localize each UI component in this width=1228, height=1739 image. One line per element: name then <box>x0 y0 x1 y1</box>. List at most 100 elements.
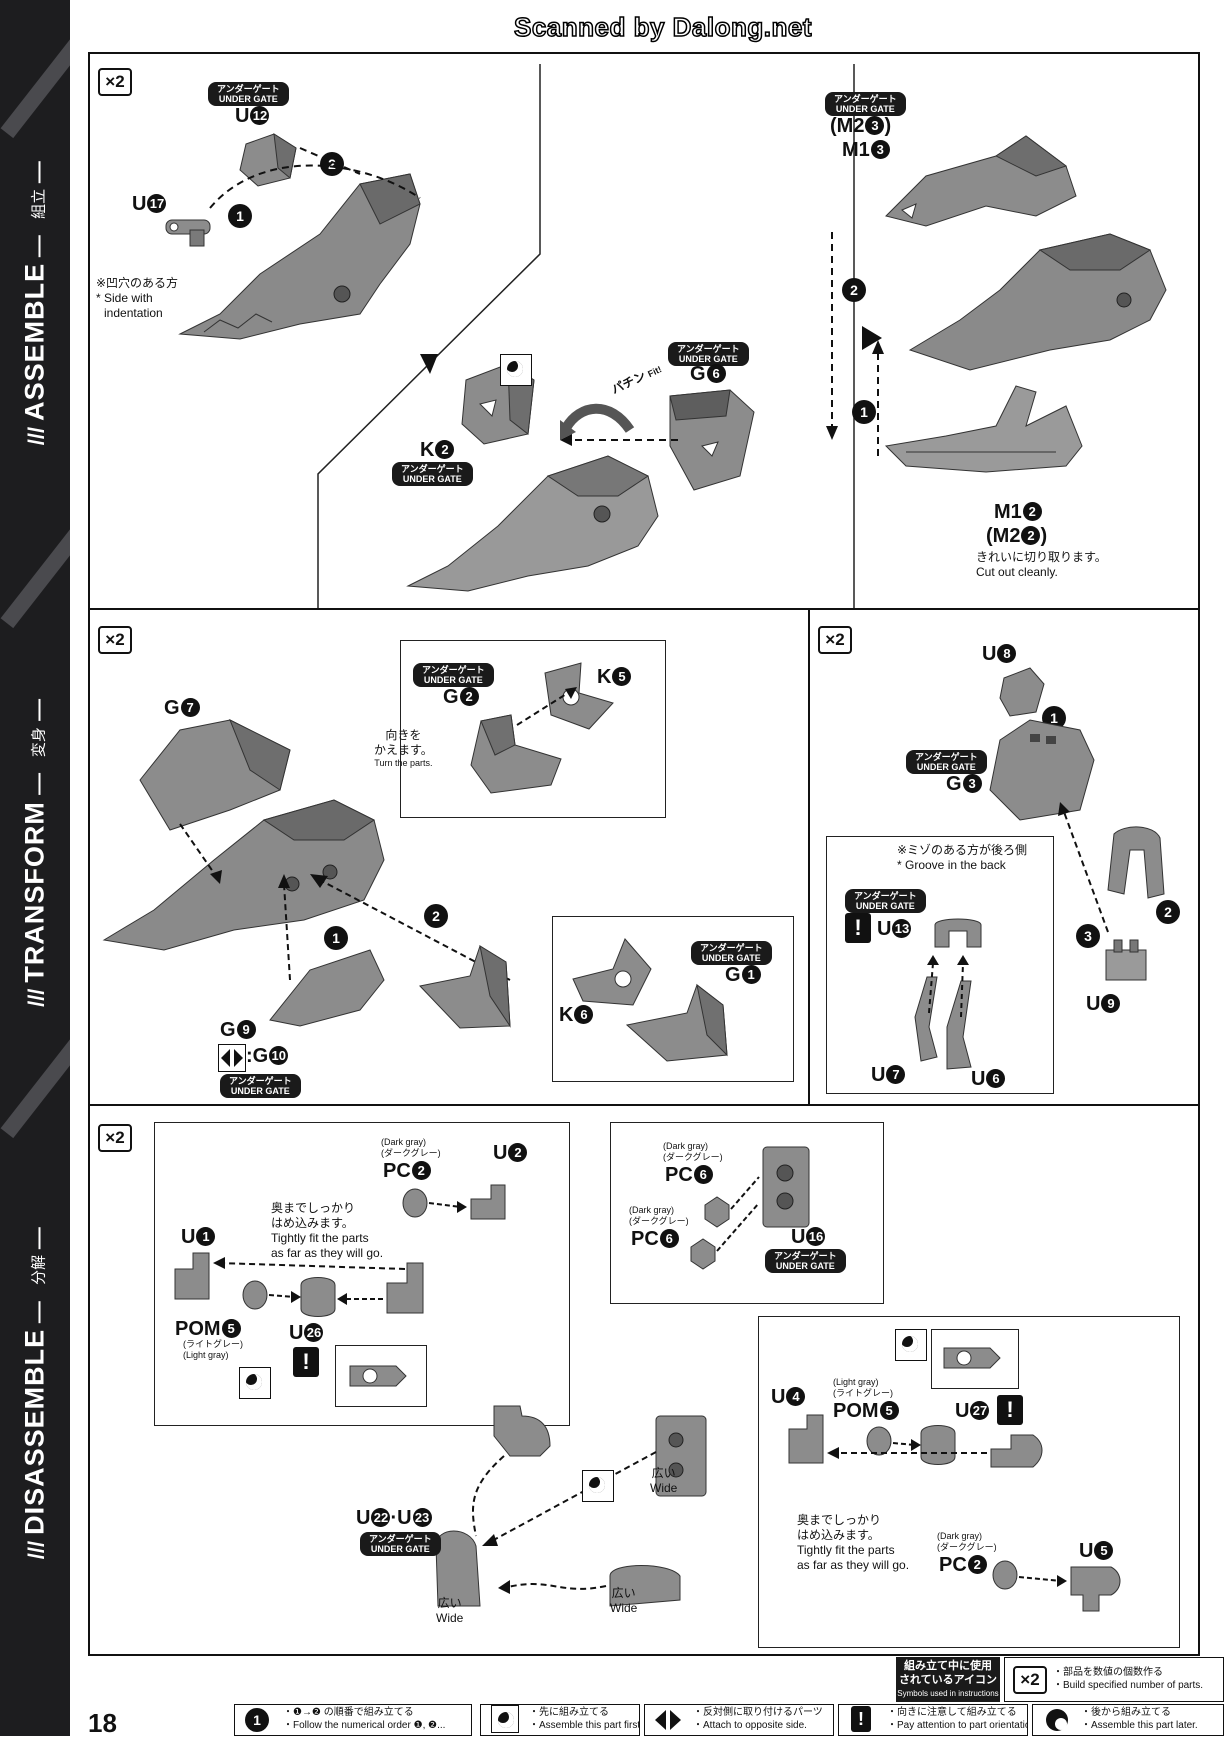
part-g9 <box>269 949 385 1027</box>
x2-badge: ×2 <box>818 626 852 654</box>
legend-numerical-order: 1 ・❶→❷ の順番で組み立てる ・Follow the numerical o… <box>234 1704 472 1736</box>
x2-badge: ×2 <box>98 626 132 654</box>
sidebar-transform: ///TRANSFORM変身 <box>20 693 51 1007</box>
sidebar-stripe <box>0 507 70 629</box>
part-g3 <box>989 719 1095 821</box>
sidebar-stripe <box>0 1017 70 1139</box>
rotate-arrow <box>560 403 635 440</box>
inset-u13: ※ミゾのある方が後ろ側 * Groove in the back アンダーゲート… <box>826 836 1054 1094</box>
assembly-center <box>435 1405 707 1607</box>
part-u8 <box>999 667 1045 717</box>
assembly-arrows <box>209 147 421 209</box>
parts-u7-u6 <box>914 955 972 1070</box>
part-leg-body <box>406 455 659 592</box>
part-u13 <box>934 918 982 948</box>
part-u26-detail <box>349 1365 407 1387</box>
part-g2 <box>470 714 562 794</box>
part-leg-body-2 <box>102 799 385 951</box>
cut-note: きれいに切り取ります。 Cut out cleanly. <box>976 550 1107 579</box>
assemble-first-icon <box>487 1705 521 1733</box>
opposite-side-icon <box>218 1044 246 1072</box>
light-gray-note: (ライトグレー)(Light gray) <box>183 1339 243 1360</box>
assemble-first-icon <box>500 354 532 386</box>
legend-orientation: ! ・向きに注意して組み立てる ・Pay attention to part o… <box>838 1704 1028 1736</box>
indentation-note: ※凹穴のある方 * Side with indentation <box>96 276 179 320</box>
assemble-first-icon <box>895 1329 927 1361</box>
sidebar-stripe <box>0 17 70 139</box>
legend-assemble-first: ・先に組み立てる ・Assemble this part first. <box>480 1704 640 1736</box>
assemble-first-icon <box>239 1367 271 1399</box>
panel-dividers <box>317 64 882 610</box>
step-3-badge: 3 <box>1076 924 1100 948</box>
step-1-badge: 1 <box>852 400 876 424</box>
part-g1 <box>419 944 511 1029</box>
arrow-g6 <box>560 434 678 446</box>
part-g1-inset <box>625 983 728 1062</box>
assemble-later-icon <box>1039 1708 1073 1732</box>
arrow-g2-k5 <box>516 687 577 726</box>
parts-pc2-u2 <box>402 1184 506 1220</box>
scan-credit: Scanned by Dalong.net <box>513 11 812 43</box>
step-2-badge: 2 <box>1156 900 1180 924</box>
assemble-first-icon <box>582 1470 614 1502</box>
arrows-u9 <box>1058 802 1109 933</box>
part-u12 <box>239 133 297 187</box>
sidebar-assemble: ///ASSEMBLE組立 <box>20 155 51 445</box>
step-2-badge: 2 <box>842 278 866 302</box>
parts-u1-pom5-u26 <box>174 1252 424 1317</box>
legend-assemble-later: ・後から組み立てる ・Assemble this part later. <box>1032 1704 1224 1736</box>
arrow-g7 <box>179 823 222 884</box>
turn-note: 向きを かえます。 Turn the parts. <box>374 728 433 768</box>
dark-gray-note: (Dark gray)(ダークグレー) <box>937 1531 997 1552</box>
parts-u4-pom5-u27 <box>788 1414 1043 1468</box>
x2-badge: ×2 <box>98 68 132 96</box>
sidebar-disassemble: ///DISASSEMBLE分解 <box>20 1221 51 1559</box>
step-2-badge: 2 <box>424 904 448 928</box>
part-m1-2-runner <box>884 385 1083 473</box>
dark-gray-note: (Dark gray)(ダークグレー) <box>381 1137 441 1158</box>
opposite-side-icon <box>651 1708 685 1732</box>
part-k6 <box>572 938 652 1006</box>
step-1-badge: 1 <box>324 926 348 950</box>
tight-fit-note: 奥までしっかり はめ込みます。 Tightly fit the parts as… <box>271 1201 384 1260</box>
assemble-later-symbol <box>1046 1709 1068 1731</box>
caution-icon: ! <box>845 913 871 943</box>
parts-pc2-u5 <box>992 1560 1121 1612</box>
